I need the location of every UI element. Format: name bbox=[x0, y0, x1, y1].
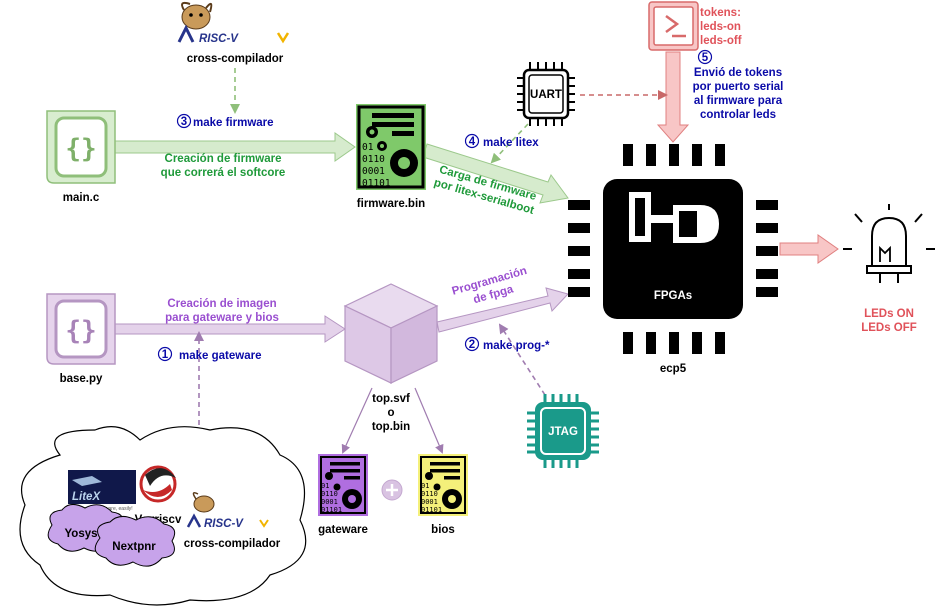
nextpnr-cloud bbox=[94, 516, 176, 567]
step1-badge bbox=[157, 346, 173, 362]
led-icon bbox=[843, 204, 935, 283]
svg-text:01: 01 bbox=[362, 142, 374, 153]
dashed-jtag-to-make-prog bbox=[498, 323, 546, 396]
arrow-terminal-to-fpga bbox=[656, 51, 690, 143]
arrow-base-to-box bbox=[114, 315, 346, 343]
terminal-icon bbox=[648, 1, 699, 51]
step2-badge bbox=[464, 336, 480, 352]
fpga-logo-text: FPGAs bbox=[654, 290, 692, 302]
uart-chip-icon: UART bbox=[517, 62, 575, 126]
gateware-label: gateware bbox=[318, 524, 368, 536]
firmware-bin-label: firmware.bin bbox=[357, 198, 425, 210]
svg-text:0110: 0110 bbox=[321, 490, 338, 498]
arrow-main-to-firmware bbox=[114, 132, 356, 162]
svg-text:0110: 0110 bbox=[421, 490, 438, 498]
make-gateware-label: make gateware bbox=[179, 350, 261, 362]
step5-line3: al firmware para bbox=[694, 95, 783, 107]
svg-text:01: 01 bbox=[421, 482, 429, 490]
line-box-to-bios bbox=[414, 387, 444, 454]
main-c-file-icon: {} bbox=[46, 110, 116, 184]
step5-line1: Envió de tokens bbox=[694, 67, 782, 79]
svg-text:01101: 01101 bbox=[421, 506, 442, 514]
risc-v-logo-top: RISC-V bbox=[177, 1, 290, 45]
step2-number: 2 bbox=[469, 339, 475, 351]
step3-desc-line1: Creación de firmware bbox=[165, 153, 282, 165]
base-py-file-icon: {} bbox=[46, 293, 116, 365]
risc-v-top-caption: cross-compilador bbox=[187, 53, 284, 65]
leds-on-label: LEDs ON bbox=[864, 308, 914, 320]
step4-number: 4 bbox=[469, 136, 476, 148]
box-label-line1: top.svf bbox=[372, 393, 410, 405]
line-box-to-gateware bbox=[341, 387, 373, 454]
step5-line2: por puerto serial bbox=[693, 81, 784, 93]
fpga-chip-icon: FPGAs bbox=[568, 144, 778, 354]
leds-off-label: LEDs OFF bbox=[861, 322, 917, 334]
step3-number: 3 bbox=[181, 116, 187, 128]
tokens-line1: tokens: bbox=[700, 7, 741, 19]
jtag-label: JTAG bbox=[548, 426, 578, 438]
arrow-box-to-fpga bbox=[436, 287, 569, 333]
step1-desc-line2: para gateware y bios bbox=[165, 312, 279, 324]
make-prog-label: make prog-* bbox=[483, 340, 550, 352]
svg-text:01: 01 bbox=[321, 482, 329, 490]
box-label-line2: o bbox=[387, 407, 394, 419]
step1-desc-line1: Creación de imagen bbox=[167, 298, 276, 310]
fpga-label: ecp5 bbox=[660, 363, 687, 375]
make-firmware-label: make firmware bbox=[193, 117, 274, 129]
box-label-line3: top.bin bbox=[372, 421, 410, 433]
nextpnr-label: Nextpnr bbox=[112, 541, 156, 553]
svg-text:{}: {} bbox=[65, 134, 96, 164]
step3-badge bbox=[176, 113, 192, 129]
svg-text:0001: 0001 bbox=[321, 498, 338, 506]
uart-label: UART bbox=[530, 89, 562, 101]
package-box-icon bbox=[343, 283, 439, 384]
risc-v-logo-text: RISC-V bbox=[199, 33, 239, 45]
svg-text:{}: {} bbox=[65, 316, 96, 346]
arrow-firmware-to-fpga bbox=[422, 143, 569, 204]
tokens-line2: leds-on bbox=[700, 21, 741, 33]
svg-text:0001: 0001 bbox=[421, 498, 438, 506]
plus-icon bbox=[381, 479, 403, 501]
main-c-label: main.c bbox=[63, 192, 100, 204]
step5-line4: controlar leds bbox=[700, 109, 776, 121]
bios-icon: 01 0110 0001 01101 bbox=[418, 454, 468, 516]
bios-label: bios bbox=[431, 524, 455, 536]
step1-number: 1 bbox=[162, 349, 169, 361]
yosys-label: Yosys bbox=[64, 528, 97, 540]
gateware-icon: 01 0110 0001 01101 bbox=[318, 454, 368, 516]
step4-badge bbox=[464, 133, 480, 149]
vexriscv-logo bbox=[139, 465, 177, 503]
tokens-line3: leds-off bbox=[700, 35, 742, 47]
arrow-fpga-to-led bbox=[779, 234, 839, 264]
base-py-label: base.py bbox=[60, 373, 103, 385]
step5-number: 5 bbox=[702, 52, 709, 64]
litex-logo-text: LiteX bbox=[72, 491, 101, 503]
risc-v-cloud-caption: cross-compilador bbox=[184, 538, 281, 550]
svg-text:0001: 0001 bbox=[362, 166, 385, 177]
jtag-chip-icon: JTAG bbox=[527, 394, 599, 468]
risc-v-cloud-text: RISC-V bbox=[204, 518, 244, 530]
svg-text:01101: 01101 bbox=[362, 178, 391, 189]
svg-text:0110: 0110 bbox=[362, 154, 385, 165]
make-litex-label: make litex bbox=[483, 137, 539, 149]
svg-text:01101: 01101 bbox=[321, 506, 342, 514]
step3-desc-line2: que correrá el softcore bbox=[161, 167, 286, 179]
step5-badge bbox=[697, 49, 713, 65]
risc-v-logo-cloud: RISC-V bbox=[186, 492, 269, 530]
firmware-bin-icon: 01 0110 0001 01101 bbox=[356, 104, 426, 190]
